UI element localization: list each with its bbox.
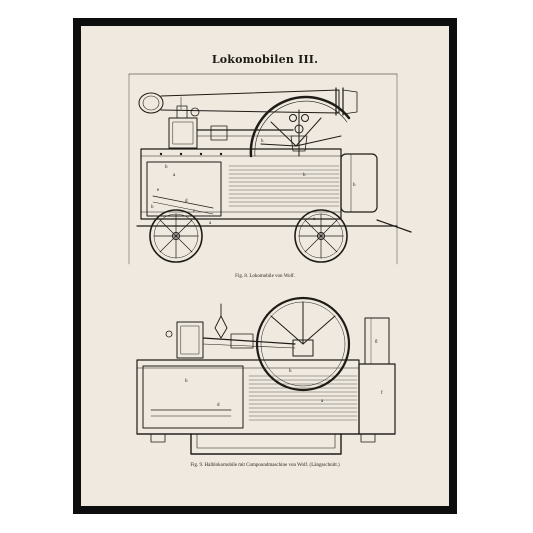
fig9-label: g: [375, 339, 378, 344]
fig8-label: h: [353, 183, 356, 188]
fig8-label: b: [151, 205, 154, 210]
engraving-artwork: h a h d e c b a b h a: [128, 73, 412, 455]
fig9-label: d: [217, 403, 220, 408]
figure-9-caption: Fig. 9. Halblokomobile mit Compoundmasch…: [190, 463, 340, 468]
flywheel: [255, 296, 351, 392]
chimney: [138, 87, 358, 116]
base-and-feed-pipe: [136, 433, 396, 455]
fig8-label: e: [157, 188, 160, 193]
picture-frame: h a h d e c b a b h a: [73, 18, 457, 514]
boiler: [136, 317, 396, 435]
fig8-label: d: [185, 199, 188, 204]
fig8-label: h: [261, 139, 264, 144]
flywheel: [249, 95, 351, 158]
mat-board: h a h d e c b a b h a: [81, 26, 449, 506]
fig9-label: f: [381, 391, 383, 396]
figure-8-lokomobile-drawing: h a h d e c b a b h a: [128, 73, 412, 265]
fig9-label: a: [321, 399, 324, 404]
fig8-label: a: [173, 173, 176, 178]
wheels-and-chassis: [136, 209, 412, 263]
fig8-label: b: [165, 165, 168, 170]
steam-cylinder: [168, 105, 294, 149]
fig9-label: b: [185, 379, 188, 384]
fig8-label: c: [193, 209, 196, 214]
boiler: [140, 148, 378, 220]
plate-title: Lokomobilen III.: [211, 53, 319, 66]
fig8-label: h: [303, 173, 306, 178]
fig8-label: a: [313, 217, 316, 222]
fig9-label: h: [289, 369, 292, 374]
figure-8-caption: Fig. 8. Lokomobile von Wolf.: [235, 274, 295, 279]
figure-9-halblokomobile-drawing: b h a d g f: [136, 296, 396, 455]
fig8-label: a: [209, 221, 212, 226]
governor: [289, 109, 309, 157]
compound-engine: [165, 303, 296, 359]
